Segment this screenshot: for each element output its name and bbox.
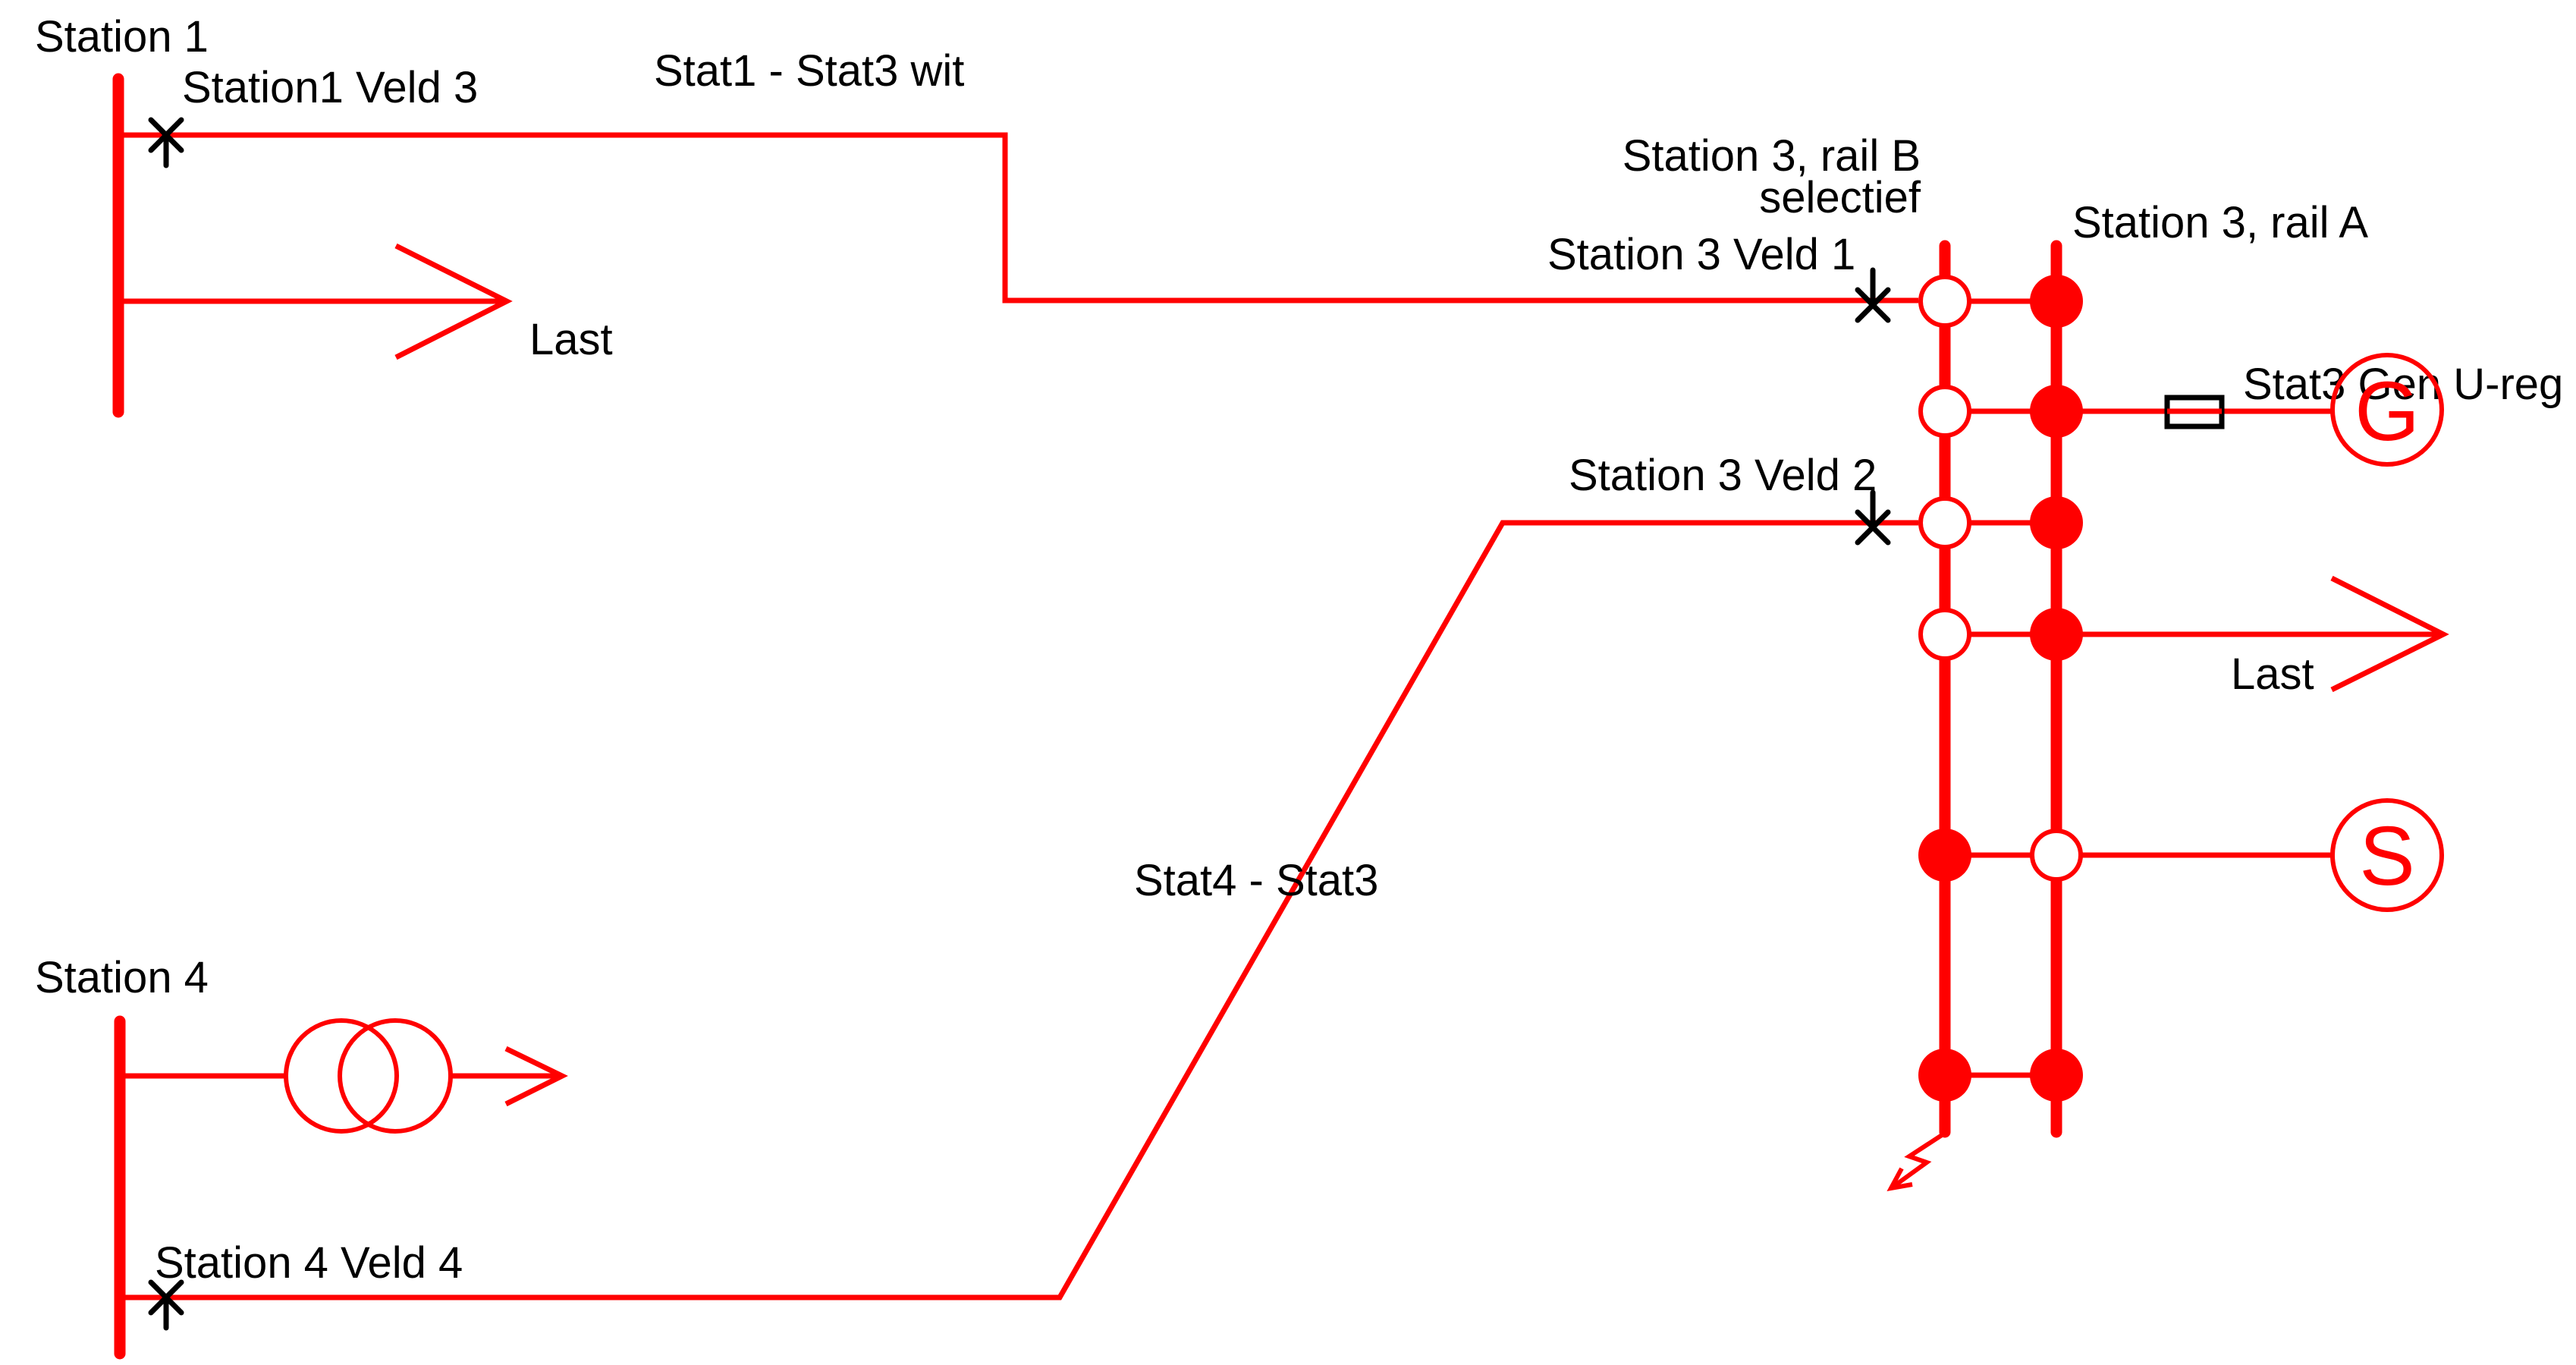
generator-feeder[interactable]: G bbox=[2056, 353, 2444, 467]
station-3-load-feeder[interactable] bbox=[2056, 575, 2449, 693]
station-1: Station 1 Station1 Veld 3 Last bbox=[35, 12, 613, 418]
station-3-generator-label: Stat3 Gen U-reg bbox=[2243, 360, 2563, 409]
line-stat4-stat3-path[interactable] bbox=[120, 520, 1918, 1301]
switch-node-load-rail-a-closed[interactable] bbox=[2030, 608, 2083, 661]
line-stat1-stat3[interactable] bbox=[118, 132, 1918, 304]
station-3-rail-a-label: Station 3, rail A bbox=[2072, 198, 2368, 247]
switch-node-synchronous-rail-b-closed[interactable] bbox=[1918, 829, 1971, 882]
station-3-veld2-label: Station 3 Veld 2 bbox=[1569, 451, 1877, 500]
circuit-breaker-icon bbox=[1855, 267, 1891, 323]
station-3-rail-b-label: Station 3, rail B bbox=[1623, 131, 1921, 181]
station-4-transformer-feeder[interactable] bbox=[120, 1018, 568, 1134]
station-3-load-label: Last bbox=[2231, 649, 2314, 699]
synchronous-machine-feeder[interactable]: S bbox=[2056, 798, 2444, 912]
station-4-field-label: Station 4 Veld 4 bbox=[155, 1238, 463, 1288]
switch-node-coupler-rail-a-closed[interactable] bbox=[2030, 1049, 2083, 1102]
switch-node-veld-2-rail-a-closed[interactable] bbox=[2030, 496, 2083, 549]
switch-nodes bbox=[1918, 275, 2083, 1102]
breaker-station3-veld2[interactable] bbox=[1855, 489, 1891, 546]
switch-node-veld-1-rail-b-open[interactable] bbox=[1918, 275, 1971, 328]
switch-node-load-rail-b-open[interactable] bbox=[1918, 608, 1971, 661]
load-arrow-icon bbox=[394, 243, 513, 360]
station-1-title: Station 1 bbox=[35, 12, 209, 61]
synchronous-machine-symbol: S bbox=[2359, 810, 2414, 903]
station-3-veld1-label: Station 3 Veld 1 bbox=[1547, 230, 1855, 279]
station-1-load[interactable] bbox=[118, 243, 513, 360]
switch-node-coupler-rail-b-closed[interactable] bbox=[1918, 1049, 1971, 1102]
switch-node-veld-1-rail-a-closed[interactable] bbox=[2030, 275, 2083, 328]
station-1-field-label: Station1 Veld 3 bbox=[182, 63, 478, 112]
switch-node-generator-rail-b-open[interactable] bbox=[1918, 385, 1971, 438]
breaker-station4-veld4[interactable] bbox=[148, 1279, 184, 1331]
generator-symbol: G bbox=[2355, 365, 2420, 458]
circuit-breaker-icon bbox=[1855, 489, 1891, 546]
line-stat1-stat3-path[interactable] bbox=[118, 132, 1918, 304]
switch-node-generator-rail-a-closed[interactable] bbox=[2030, 385, 2083, 438]
switch-node-synchronous-rail-a-open[interactable] bbox=[2030, 829, 2083, 882]
station-3: Station 3, rail B selectief Station 3, r… bbox=[1547, 131, 2563, 1192]
generator-icon bbox=[2330, 353, 2444, 467]
station-1-load-label: Last bbox=[529, 315, 613, 364]
breaker-station3-veld1[interactable] bbox=[1855, 267, 1891, 323]
load-arrow-icon bbox=[504, 1046, 568, 1107]
circuit-breaker-icon bbox=[148, 1279, 184, 1331]
station-4: Station 4 Station 4 Veld 4 bbox=[35, 953, 568, 1360]
transformer-icon bbox=[284, 1018, 399, 1134]
circuit-breaker-icon bbox=[148, 117, 184, 168]
line-stat4-stat3-label: Stat4 - Stat3 bbox=[1134, 856, 1378, 905]
station-4-title: Station 4 bbox=[35, 953, 209, 1002]
fault-arrow-icon bbox=[1886, 1133, 1943, 1192]
synchronous-machine-icon bbox=[2330, 798, 2444, 912]
station-3-rail-b-sublabel: selectief bbox=[1759, 173, 1921, 222]
switch-node-veld-2-rail-b-open[interactable] bbox=[1918, 496, 1971, 549]
line-stat4-stat3[interactable] bbox=[120, 520, 1918, 1301]
line-stat1-stat3-label: Stat1 - Stat3 wit bbox=[654, 46, 964, 96]
load-arrow-icon bbox=[2330, 575, 2449, 693]
breaker-station1-veld3[interactable] bbox=[148, 117, 184, 168]
